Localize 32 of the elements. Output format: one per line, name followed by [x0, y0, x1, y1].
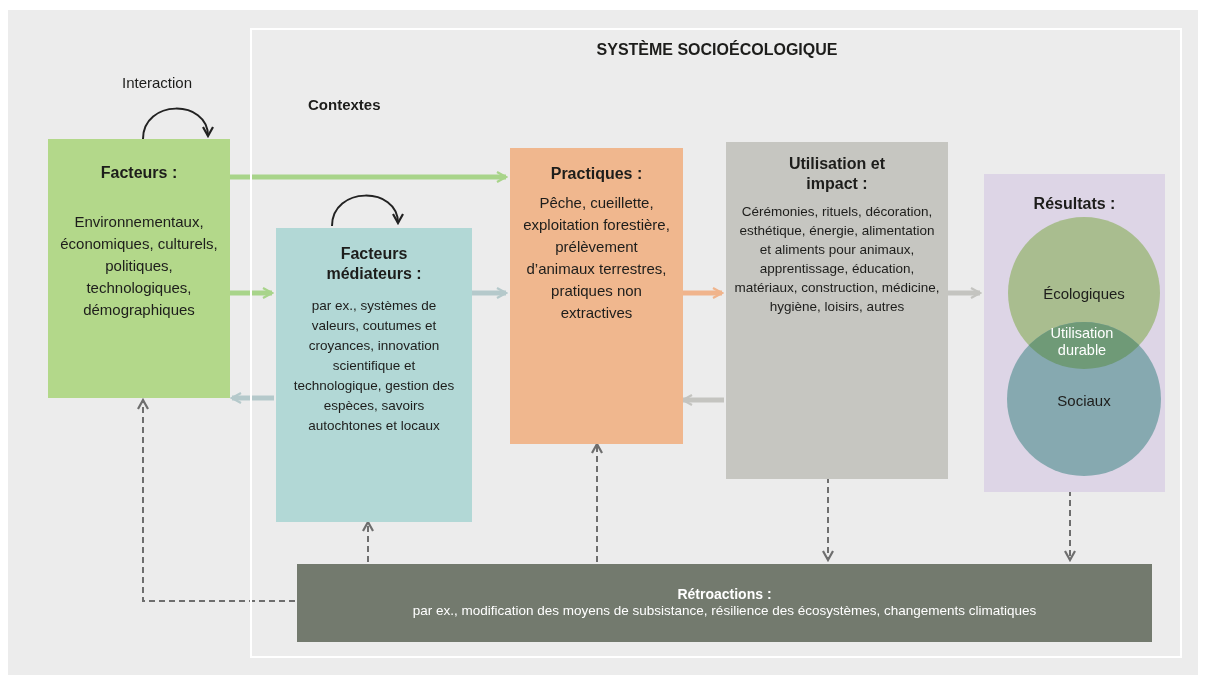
arrow: [136, 398, 296, 602]
box-text: par ex., modification des moyens de subsistance, résilience des écosystèmes, changements climatiques: [412, 603, 1037, 621]
box-heading: Résultats :: [1033, 194, 1116, 214]
box-text: par ex., systèmes de valeurs, coutumes et croyances, innovation scientifique et technologique, gestion des espèces, savoirs autochtones et locaux: [292, 297, 456, 435]
circle-label: Écologiques: [1042, 284, 1126, 304]
loop-arrow: [142, 107, 213, 140]
mediating-factors-box: [276, 228, 472, 522]
factors-box: [48, 139, 230, 398]
context-label: Contextes: [308, 95, 381, 115]
overlap-label: Utilisation durable: [1049, 325, 1115, 359]
arrow: [230, 170, 508, 184]
box-heading: Practiques :: [550, 164, 643, 184]
box-heading: Facteurs :: [100, 163, 178, 183]
system-frame: [250, 28, 1182, 658]
circle-label: Sociaux: [1056, 391, 1112, 411]
results-panel: [984, 174, 1165, 492]
box-text: Environnementaux, économiques, culturels, politiques, technologiques, démographiques: [59, 212, 219, 320]
use-impact-box: [726, 142, 948, 479]
arrow: [230, 286, 274, 300]
loop-arrow: [331, 194, 403, 227]
box-heading: Facteurs médiateurs :: [325, 244, 423, 284]
box-heading: Utilisation et impact :: [788, 154, 886, 194]
arrow: [361, 520, 375, 563]
box-heading: Rétroactions :: [677, 585, 772, 604]
practices-box: [510, 148, 683, 444]
arrow: [590, 442, 604, 563]
social-circle: [1007, 322, 1161, 476]
box-text: Pêche, cueillette, exploitation forestière, prélèvement d’animaux terrestres, pratiques non extractives: [522, 193, 671, 323]
frame-label: SYSTÈME SOCIOÉCOLOGIQUE: [595, 39, 839, 60]
box-text: Cérémonies, rituels, décoration, esthétique, énergie, alimentation et aliments pour animaux, apprentissage, éducation, matériaux, construction, médicine, hygiène, loisirs, autres: [734, 203, 940, 316]
arrow: [230, 391, 274, 405]
feedback-bar: [297, 564, 1152, 642]
